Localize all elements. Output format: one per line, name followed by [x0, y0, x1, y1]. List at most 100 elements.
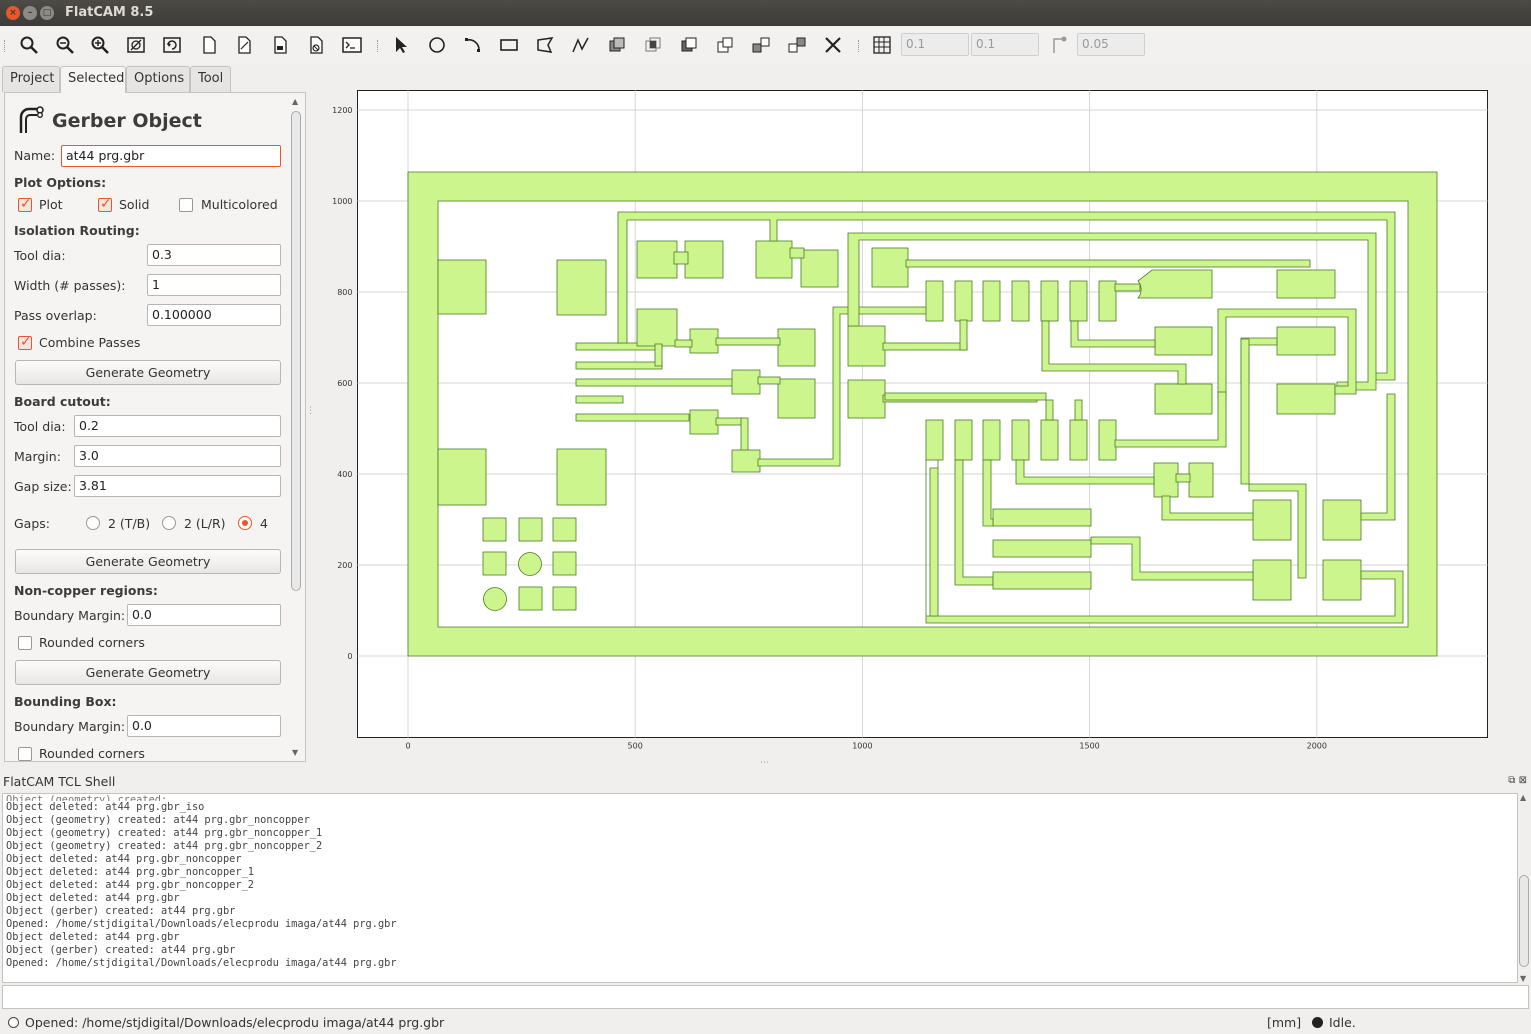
cut-tool-dia-input[interactable]: 0.2	[74, 415, 281, 437]
snap-corner-icon[interactable]	[1047, 32, 1073, 58]
shell-line: Opened: /home/stjdigital/Downloads/elecp…	[6, 918, 397, 930]
shell-line: Object deleted: at44 prg.gbr_noncopper_2	[6, 879, 254, 891]
generate-cutout-button[interactable]: Generate Geometry	[15, 549, 281, 574]
close-dock-icon[interactable]: ⊠	[1518, 775, 1527, 786]
iso-overlap-input[interactable]: 0.100000	[147, 304, 281, 326]
replot-icon[interactable]	[159, 32, 185, 58]
combine-passes-checkbox[interactable]	[18, 334, 32, 350]
pad	[684, 240, 724, 279]
tab-selected[interactable]: Selected	[60, 66, 126, 93]
snap-max-input[interactable]: 0.05	[1077, 33, 1145, 56]
trace	[575, 413, 690, 422]
panel-header: Gerber Object	[52, 110, 202, 132]
iso-tool-dia-label: Tool dia:	[14, 248, 66, 263]
close-window-button[interactable]: ×	[6, 6, 20, 20]
move-shape-icon[interactable]	[784, 32, 810, 58]
title-bar: × – □ FlatCAM 8.5	[0, 0, 1531, 26]
shell-line: Object (geometry) created: at44 prg.gbr_…	[6, 827, 323, 839]
grid-y-input[interactable]: 0.1	[971, 33, 1039, 56]
cut-margin-input[interactable]: 3.0	[74, 445, 281, 467]
toolbar-separator	[377, 40, 379, 52]
delete-object-icon[interactable]	[303, 32, 329, 58]
add-polygon-icon[interactable]	[532, 32, 558, 58]
pad	[1276, 383, 1336, 415]
multicolored-checkbox[interactable]	[179, 198, 193, 212]
shell-icon[interactable]	[339, 32, 365, 58]
plot-area[interactable]: 0 500 1000 1500 2000 0 200 400 600 800 1…	[306, 88, 1524, 768]
float-dock-icon[interactable]: ⧉	[1508, 775, 1516, 786]
ic-pin	[954, 280, 973, 322]
union-icon[interactable]	[604, 32, 630, 58]
splitter-handle[interactable]: ⋮	[306, 406, 315, 416]
bb-rounded-checkbox[interactable]	[18, 747, 32, 761]
iso-tool-dia-input[interactable]: 0.3	[147, 244, 281, 266]
scroll-up-icon[interactable]: ▲	[292, 97, 299, 106]
trace	[992, 539, 1092, 558]
object-name-input[interactable]: at44 prg.gbr	[61, 145, 281, 167]
y-tick-label: 400	[337, 470, 352, 479]
activity-icon	[1312, 1017, 1323, 1028]
shell-line: Object deleted: at44 prg.gbr	[6, 931, 180, 943]
tab-options[interactable]: Options	[126, 66, 190, 92]
plot-canvas[interactable]: 0 500 1000 1500 2000 0 200 400 600 800 1…	[312, 88, 1524, 768]
shell-scrollbar-thumb[interactable]	[1519, 875, 1529, 967]
iso-width-input[interactable]: 1	[147, 274, 281, 296]
multicolored-label: Multicolored	[201, 197, 278, 212]
pad	[1276, 269, 1336, 299]
tab-tool[interactable]: Tool	[190, 66, 231, 92]
pad	[689, 409, 719, 435]
shell-line: Opened: /home/stjdigital/Downloads/elecp…	[6, 957, 397, 969]
add-circle-icon[interactable]	[424, 32, 450, 58]
scroll-up-icon[interactable]: ▲	[1520, 793, 1527, 802]
scroll-down-icon[interactable]: ▼	[1520, 974, 1527, 983]
subtract-icon[interactable]	[676, 32, 702, 58]
maximize-window-button[interactable]: □	[40, 6, 54, 20]
scroll-down-icon[interactable]: ▼	[292, 748, 299, 757]
zoom-out-icon[interactable]	[52, 32, 78, 58]
intersection-icon[interactable]	[640, 32, 666, 58]
y-tick-label: 0	[347, 652, 352, 661]
cut-gap-size-input[interactable]: 3.81	[74, 475, 281, 497]
gaps-4-radio[interactable]	[238, 516, 252, 530]
pad	[1252, 499, 1292, 541]
select-arrow-icon[interactable]	[388, 32, 414, 58]
nc-rounded-checkbox[interactable]	[18, 636, 32, 650]
generate-noncopper-button[interactable]: Generate Geometry	[15, 660, 281, 685]
zoom-in-icon[interactable]	[87, 32, 113, 58]
nc-margin-input[interactable]: 0.0	[127, 604, 281, 626]
solid-label: Solid	[119, 197, 150, 212]
panel-scrollbar[interactable]: ▲ ▼	[290, 97, 302, 757]
bb-margin-input[interactable]: 0.0	[127, 715, 281, 737]
pad	[518, 586, 543, 611]
snap-grid-icon[interactable]	[869, 32, 895, 58]
add-arc-icon[interactable]	[460, 32, 486, 58]
bounding-box-label: Bounding Box:	[14, 694, 117, 709]
gaps-tb-radio[interactable]	[86, 516, 100, 530]
new-geometry-icon[interactable]	[231, 32, 257, 58]
pad	[1137, 269, 1213, 299]
shell-line: Object deleted: at44 prg.gbr_noncopper_1	[6, 866, 254, 878]
copy-shape-icon[interactable]	[748, 32, 774, 58]
gaps-lr-radio[interactable]	[162, 516, 176, 530]
solid-checkbox[interactable]	[98, 196, 112, 212]
plot-checkbox[interactable]	[18, 196, 32, 212]
cut-path-icon[interactable]	[712, 32, 738, 58]
trace	[1114, 283, 1141, 292]
minimize-window-button[interactable]: –	[23, 6, 37, 20]
new-project-icon[interactable]	[196, 32, 222, 58]
zoom-fit-icon[interactable]	[16, 32, 42, 58]
open-gerber-icon[interactable]	[267, 32, 293, 58]
add-path-icon[interactable]	[568, 32, 594, 58]
splitter-handle-bottom[interactable]: ⋯	[760, 758, 769, 768]
shell-scrollbar[interactable]: ▲ ▼	[1518, 793, 1530, 983]
status-message: Opened: /home/stjdigital/Downloads/elecp…	[25, 1015, 445, 1030]
shell-output[interactable]: Object (geometry) created: .............…	[2, 793, 1518, 983]
clear-plot-icon[interactable]	[123, 32, 149, 58]
add-rectangle-icon[interactable]	[496, 32, 522, 58]
delete-shape-icon[interactable]	[820, 32, 846, 58]
shell-command-input[interactable]	[2, 985, 1529, 1009]
grid-x-input[interactable]: 0.1	[901, 33, 969, 56]
tab-project[interactable]: Project	[2, 66, 60, 92]
panel-scrollbar-thumb[interactable]	[291, 111, 301, 591]
generate-isolation-button[interactable]: Generate Geometry	[15, 360, 281, 385]
